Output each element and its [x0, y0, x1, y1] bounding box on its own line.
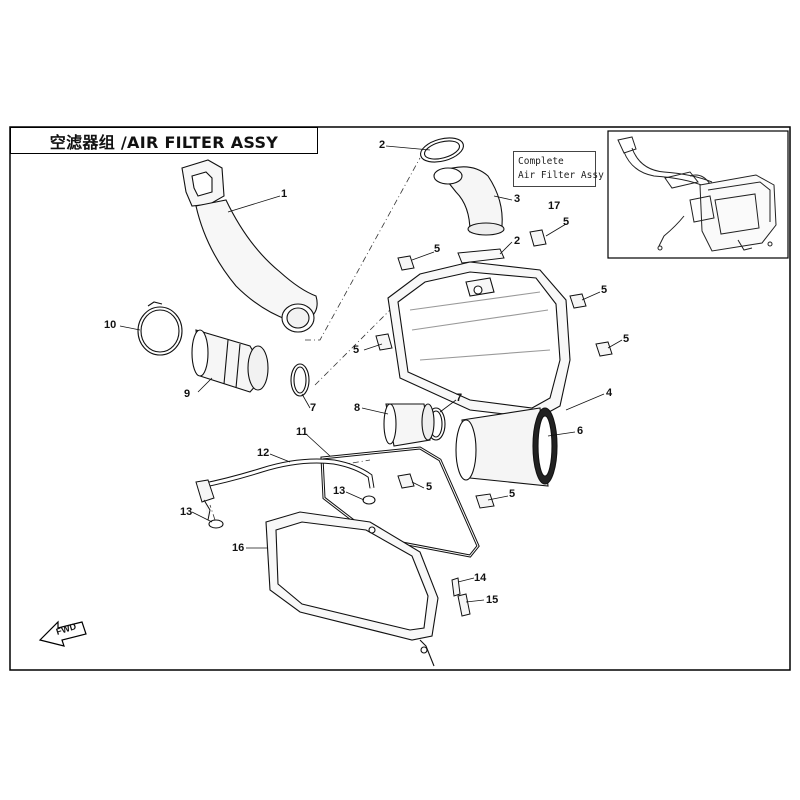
complete-note-line1: Complete	[518, 156, 564, 167]
part-3-elbow	[433, 166, 505, 236]
callout-5-f[interactable]: 5	[426, 481, 433, 493]
part-5-clips	[375, 229, 613, 509]
part-13-clamp-center	[362, 495, 376, 505]
callout-5-b[interactable]: 5	[563, 216, 570, 228]
callout-leaders	[119, 145, 623, 603]
callout-5-e[interactable]: 5	[353, 344, 360, 356]
part-6-filter-element	[455, 407, 558, 487]
callout-13-center[interactable]: 13	[333, 485, 346, 497]
callout-3[interactable]: 3	[514, 193, 521, 205]
diagram-title: 空滤器组 /AIR FILTER ASSY	[49, 132, 279, 152]
inset-assembly-sketch	[617, 136, 777, 252]
callout-16[interactable]: 16	[232, 542, 245, 554]
callout-1[interactable]: 1	[281, 188, 288, 200]
part-12-hose-end	[195, 479, 215, 521]
callout-5-d[interactable]: 5	[623, 333, 630, 345]
callout-11[interactable]: 11	[296, 426, 308, 438]
callout-12[interactable]: 12	[257, 447, 270, 459]
part-1-intake-snorkel	[181, 159, 318, 333]
part-8-boot	[383, 403, 435, 447]
callout-5-a[interactable]: 5	[434, 243, 441, 255]
fwd-direction-arrow	[38, 620, 87, 647]
callout-14[interactable]: 14	[474, 572, 487, 584]
part-4-airbox-housing	[387, 261, 571, 419]
complete-note-line2: Air Filter Assy	[518, 170, 604, 181]
callout-2-upper[interactable]: 2	[379, 139, 386, 151]
callout-5-g[interactable]: 5	[509, 488, 516, 500]
complete-assy-note: Complete Air Filter Assy	[513, 151, 604, 187]
part-13-clamp-left	[208, 519, 224, 529]
part-7-clamp-upper	[290, 363, 310, 397]
callout-8[interactable]: 8	[354, 402, 361, 414]
part-14-15-drain	[451, 577, 471, 617]
callout-13-left[interactable]: 13	[180, 506, 193, 518]
part-2-ring-upper	[420, 137, 464, 163]
callout-2-lower[interactable]: 2	[514, 235, 521, 247]
title-box: 空滤器组 /AIR FILTER ASSY	[10, 127, 318, 154]
part-2-gasket-lower	[457, 248, 505, 264]
part-10-clamp	[137, 301, 183, 356]
diagram-frame	[9, 126, 791, 671]
callout-15[interactable]: 15	[486, 594, 499, 606]
callout-4[interactable]: 4	[606, 387, 613, 399]
part-16-lower-housing	[265, 511, 439, 667]
callout-17[interactable]: 17	[548, 200, 561, 212]
part-9-boot	[191, 329, 269, 393]
callout-10[interactable]: 10	[104, 319, 117, 331]
callout-7-upper[interactable]: 7	[310, 402, 317, 414]
callout-6[interactable]: 6	[577, 425, 584, 437]
callout-9[interactable]: 9	[184, 388, 191, 400]
callout-7-lower[interactable]: 7	[456, 392, 463, 404]
callout-5-c[interactable]: 5	[601, 284, 608, 296]
